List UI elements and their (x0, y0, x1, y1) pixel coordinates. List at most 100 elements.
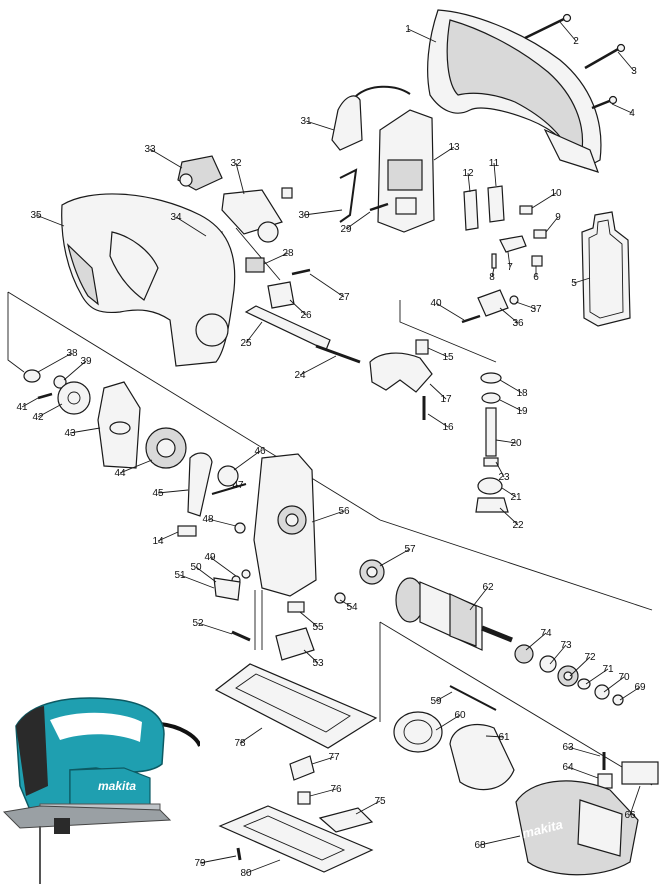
callout-49: 49 (204, 552, 216, 563)
callout-69: 69 (634, 682, 646, 693)
callout-leader-79 (199, 855, 237, 864)
callout-leader-14 (157, 531, 179, 542)
callout-44: 44 (114, 468, 126, 479)
callout-27: 27 (338, 292, 350, 303)
callout-leader-74 (525, 632, 547, 651)
callout-61: 61 (498, 732, 510, 743)
callout-12: 12 (462, 168, 474, 179)
callout-19: 19 (516, 406, 528, 417)
callout-leader-39 (63, 360, 87, 381)
callout-50: 50 (190, 562, 202, 573)
callout-33: 33 (144, 144, 156, 155)
callout-18: 18 (516, 388, 528, 399)
callout-leader-56 (311, 510, 345, 523)
callout-24: 24 (294, 370, 306, 381)
callout-leader-2 (559, 21, 577, 42)
callout-leader-1 (407, 28, 437, 43)
callout-47: 47 (232, 480, 244, 491)
callout-leader-63 (567, 746, 601, 757)
callout-leader-76 (309, 788, 337, 797)
callout-leader-22 (499, 507, 519, 526)
callout-leader-50 (195, 566, 217, 583)
callout-30: 30 (298, 210, 310, 221)
parts-75-80 (218, 755, 374, 873)
callout-28: 28 (282, 248, 294, 259)
callout-66: 66 (624, 810, 636, 821)
callout-71: 71 (602, 664, 614, 675)
callout-leader-57 (379, 548, 411, 567)
callout-5: 5 (571, 278, 577, 289)
plunger-parts-18-23 (475, 372, 509, 513)
assembly-frame-lines (7, 227, 653, 786)
callout-leader-41 (21, 397, 39, 408)
callout-4: 4 (629, 108, 635, 119)
callout-leader-30 (303, 209, 343, 216)
parts-36-40 (461, 289, 519, 324)
parts-24-25 (244, 305, 361, 364)
part-bearing-57 (359, 559, 385, 585)
callout-leader-3 (617, 51, 635, 72)
callout-leader-20 (495, 439, 517, 444)
callout-leader-34 (175, 216, 207, 237)
callout-leader-23 (495, 461, 505, 478)
callout-38: 38 (66, 348, 78, 359)
callout-80: 80 (240, 868, 252, 879)
callout-leader-37 (515, 301, 537, 310)
callout-42: 42 (32, 412, 44, 423)
callout-55: 55 (312, 622, 324, 633)
callout-leader-9 (545, 216, 559, 233)
callout-70: 70 (618, 672, 630, 683)
callout-leader-55 (299, 611, 319, 628)
callout-leader-10 (531, 192, 557, 209)
callout-leader-60 (435, 714, 461, 731)
callout-leaders (21, 21, 641, 874)
parts-43-45 (97, 381, 213, 517)
callout-leader-68 (479, 835, 521, 846)
callout-leader-7 (507, 251, 511, 268)
callout-9: 9 (555, 212, 561, 223)
callout-72: 72 (584, 652, 596, 663)
callout-2: 2 (573, 36, 579, 47)
callout-leader-48 (207, 518, 237, 527)
callout-leader-19 (499, 399, 523, 412)
callout-leader-44 (119, 459, 153, 474)
callout-75: 75 (374, 796, 386, 807)
callout-leader-38 (37, 352, 73, 373)
callout-leader-73 (549, 644, 567, 665)
small-parts-6-12 (463, 185, 547, 269)
callout-leader-78 (239, 727, 263, 744)
callout-77: 77 (328, 752, 340, 763)
tool-grip (16, 706, 48, 796)
callout-39: 39 (80, 356, 92, 367)
callout-79: 79 (194, 858, 206, 869)
product-photo-brand-logo: makita (98, 779, 136, 793)
callout-leader-45 (157, 489, 189, 494)
parts-63-66 (597, 752, 659, 789)
callout-45: 45 (152, 488, 164, 499)
bearings-69-74 (514, 644, 624, 706)
callout-56: 56 (338, 506, 350, 517)
callout-leader-71 (585, 668, 609, 685)
callout-leader-18 (499, 379, 523, 394)
callout-leader-43 (69, 427, 101, 434)
callout-23: 23 (498, 472, 510, 483)
parts-59-61 (393, 685, 515, 791)
callout-leader-27 (309, 273, 345, 298)
callout-43: 43 (64, 428, 76, 439)
callout-leader-59 (435, 691, 453, 702)
callout-26: 26 (300, 310, 312, 321)
callout-leader-15 (427, 347, 449, 358)
callout-leader-36 (499, 307, 519, 324)
callout-7: 7 (507, 262, 513, 273)
callout-6: 6 (533, 272, 539, 283)
callout-41: 41 (16, 402, 28, 413)
callout-leader-42 (37, 403, 63, 418)
callout-62: 62 (482, 582, 494, 593)
part-gear-housing-56 (253, 453, 317, 597)
part-armature-62 (395, 577, 513, 651)
callout-leader-77 (311, 756, 335, 765)
callout-leader-4 (611, 103, 633, 114)
part-motor-housing-68: makita (515, 780, 639, 876)
callout-73: 73 (560, 640, 572, 651)
callout-31: 31 (300, 116, 312, 127)
